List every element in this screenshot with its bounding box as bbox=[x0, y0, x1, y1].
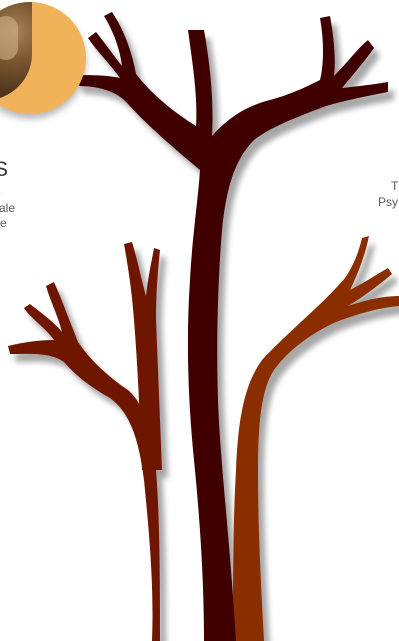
avatar[interactable] bbox=[0, 2, 86, 114]
profile-card-right[interactable]: T Psy bbox=[360, 178, 399, 238]
profile-role: e miliale ciale bbox=[0, 186, 15, 231]
profile-role-line: T bbox=[360, 178, 399, 194]
profile-name: S bbox=[0, 158, 8, 182]
profile-card-left[interactable]: S e miliale ciale bbox=[0, 0, 140, 260]
profile-role-line: miliale bbox=[0, 201, 15, 216]
profile-role-line: e bbox=[0, 186, 15, 201]
tree-branch-left-upper bbox=[124, 242, 162, 470]
avatar-photo bbox=[0, 2, 32, 100]
profile-role-line: ciale bbox=[0, 216, 15, 231]
tree-branch-right bbox=[232, 236, 399, 641]
profile-role: T Psy bbox=[360, 178, 399, 210]
profile-role-line: Psy bbox=[360, 194, 399, 210]
